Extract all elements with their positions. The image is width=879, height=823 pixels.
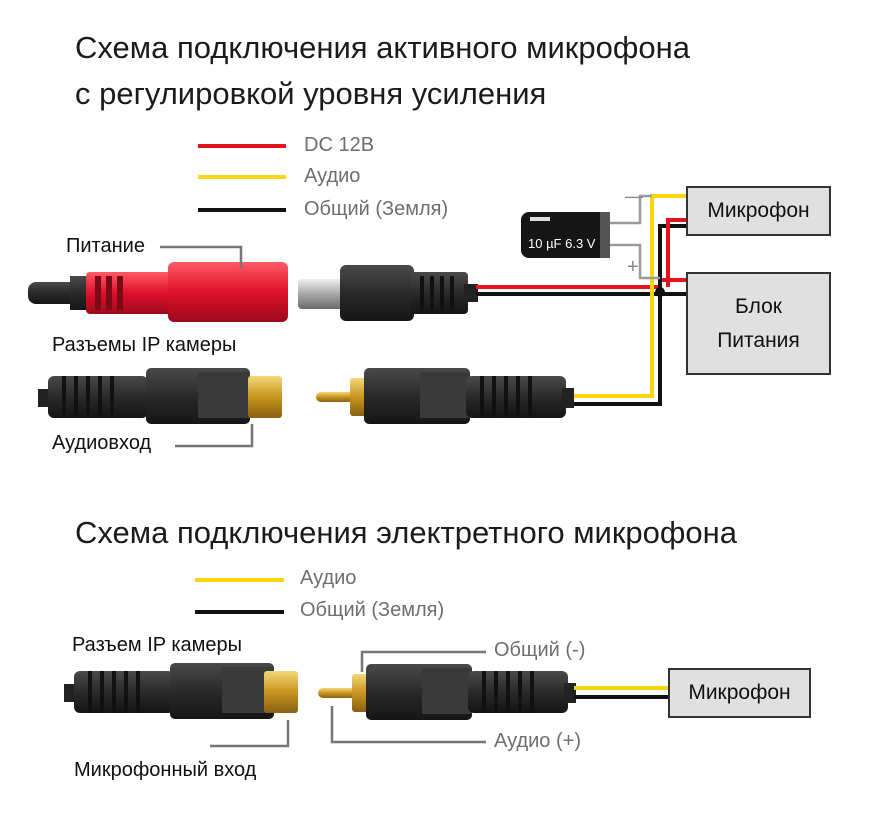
common-minus-label: Общий (-) bbox=[494, 639, 586, 661]
audio-plus-label: Аудио (+) bbox=[494, 730, 581, 752]
rca-male-top bbox=[316, 368, 574, 424]
rca-female-bottom bbox=[64, 663, 298, 719]
rca-female-top bbox=[38, 368, 282, 424]
audio-input-label: Аудиовход bbox=[52, 432, 152, 454]
microphone-box-bottom: Микрофон bbox=[668, 668, 811, 718]
legend-ground-label-b: Общий (Земля) bbox=[300, 599, 445, 621]
wire-ground-rca bbox=[570, 224, 686, 406]
common-leader bbox=[360, 650, 486, 672]
power-supply-line1: Блок bbox=[735, 294, 782, 318]
capacitor bbox=[521, 194, 660, 280]
legend-audio-label-b: Аудио bbox=[300, 567, 357, 589]
legend-top-lines bbox=[198, 144, 286, 212]
title-electret: Схема подключения электретного микрофона bbox=[75, 515, 738, 550]
wire-red-mic bbox=[666, 218, 686, 287]
top-wires bbox=[476, 194, 686, 406]
legend-audio-label: Аудио bbox=[304, 165, 361, 187]
ip-camera-connectors-label: Разъемы IP камеры bbox=[52, 334, 237, 356]
audio-plus-leader bbox=[330, 706, 486, 744]
microphone-box-top-label: Микрофон bbox=[707, 199, 810, 222]
junction-dot bbox=[655, 287, 665, 297]
legend-dc-label: DC 12В bbox=[304, 134, 375, 156]
power-supply-line2: Питания bbox=[717, 328, 800, 352]
power-supply-box: Блок Питания bbox=[686, 272, 831, 375]
microphone-box-top: Микрофон bbox=[686, 186, 831, 236]
title-active-line2: с регулировкой уровня усиления bbox=[75, 76, 547, 111]
power-cable-plug bbox=[28, 262, 288, 322]
ip-camera-connector-label: Разъем IP камеры bbox=[72, 634, 243, 656]
wire-audio bbox=[570, 194, 686, 398]
legend-bottom-lines bbox=[195, 578, 284, 614]
bottom-wires bbox=[574, 686, 668, 699]
dc-plug bbox=[298, 265, 478, 321]
mic-input-leader bbox=[210, 720, 290, 748]
capacitor-minus: — bbox=[625, 186, 643, 206]
audio-in-leader bbox=[175, 424, 254, 448]
microphone-box-bottom-label: Микрофон bbox=[688, 681, 791, 704]
capacitor-plus: + bbox=[627, 256, 639, 278]
title-active-line1: Схема подключения активного микрофона bbox=[75, 30, 690, 65]
capacitor-label: 10 µF 6.3 V bbox=[528, 236, 596, 251]
microphone-input-label: Микрофонный вход bbox=[74, 759, 257, 781]
rca-male-bottom bbox=[318, 664, 576, 720]
power-label: Питание bbox=[66, 235, 145, 257]
legend-ground-label: Общий (Земля) bbox=[304, 198, 449, 220]
wire-dc-red bbox=[476, 278, 686, 289]
power-label-leader bbox=[160, 245, 243, 268]
